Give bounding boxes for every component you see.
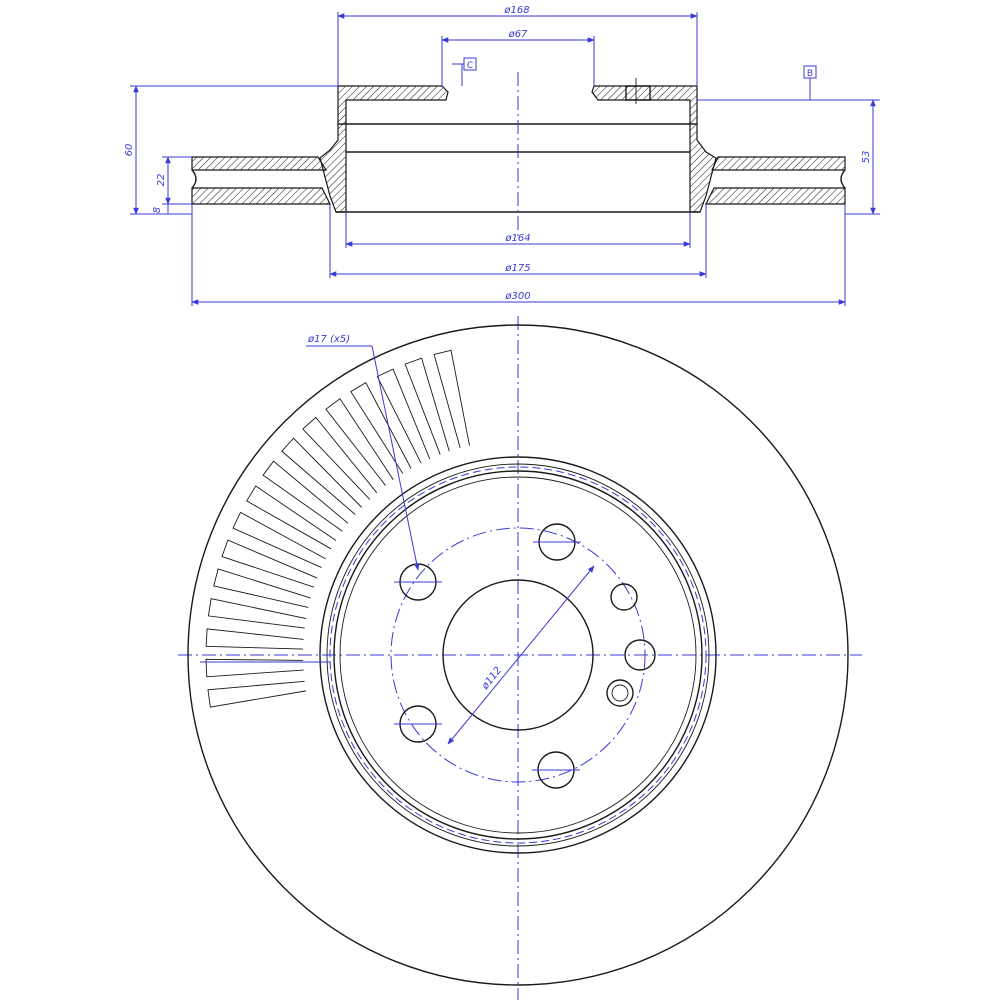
callout-b: B <box>807 69 813 79</box>
ring-hat-inner <box>339 476 697 834</box>
ring-right-upper <box>711 156 846 171</box>
vane <box>404 357 450 455</box>
vent-end-right <box>840 169 846 189</box>
locator-hole-mid <box>624 639 656 671</box>
plan-view: ø17 (x5) ø112 <box>178 316 862 1000</box>
section-view: ø168 ø67 60 22 8 53 ø164 ø175 ø300 C B <box>124 5 880 306</box>
vane <box>205 658 304 678</box>
vane <box>246 485 337 550</box>
dim-8: 8 <box>152 207 163 213</box>
vane <box>281 437 363 515</box>
dim-164: ø164 <box>504 233 530 244</box>
vane <box>207 680 307 708</box>
dim-22: 22 <box>156 174 167 187</box>
dim-67: ø67 <box>508 29 528 40</box>
ring-175 <box>326 463 710 847</box>
pcd-circle <box>390 527 646 783</box>
vane <box>213 568 311 608</box>
vane <box>207 598 307 629</box>
vane <box>205 628 304 650</box>
ring-175-outer <box>319 456 717 854</box>
callout-c: C <box>467 61 473 71</box>
vent-end-left <box>191 169 197 189</box>
bolt-hole-section <box>625 85 651 101</box>
dim-112: ø112 <box>479 665 504 692</box>
hat-top-section <box>337 85 449 125</box>
vane <box>325 398 394 486</box>
dim-168: ø168 <box>503 5 529 16</box>
vane <box>376 368 431 464</box>
callout-box-b <box>803 65 817 79</box>
hat-top-section-right <box>591 85 698 125</box>
dim-60: 60 <box>124 144 135 157</box>
vane <box>302 416 378 500</box>
ring-left-upper <box>191 156 328 171</box>
dim-53: 53 <box>861 151 872 164</box>
callout-box-c <box>463 57 477 71</box>
locator-hole-upper <box>610 583 638 611</box>
bolt-holes <box>394 523 581 789</box>
dim-300: ø300 <box>504 291 530 302</box>
ring-left-lower <box>191 187 331 205</box>
vane <box>350 382 412 474</box>
dim-175: ø175 <box>504 263 530 274</box>
vane <box>221 539 318 588</box>
hole-callout: ø17 (x5) <box>307 334 350 345</box>
outer-disc-edge <box>187 324 849 986</box>
hole-leader <box>371 345 420 571</box>
pcd-dim-line <box>447 565 595 745</box>
ring-right-lower <box>705 187 846 205</box>
vane <box>262 460 349 532</box>
ring-164 <box>333 470 703 840</box>
vane <box>433 349 470 449</box>
locator-hole-lower <box>606 679 634 707</box>
cooling-vanes <box>205 349 470 708</box>
vane <box>232 511 326 568</box>
locator-hole-lower-inner <box>611 684 629 702</box>
ring-hidden <box>329 466 707 844</box>
